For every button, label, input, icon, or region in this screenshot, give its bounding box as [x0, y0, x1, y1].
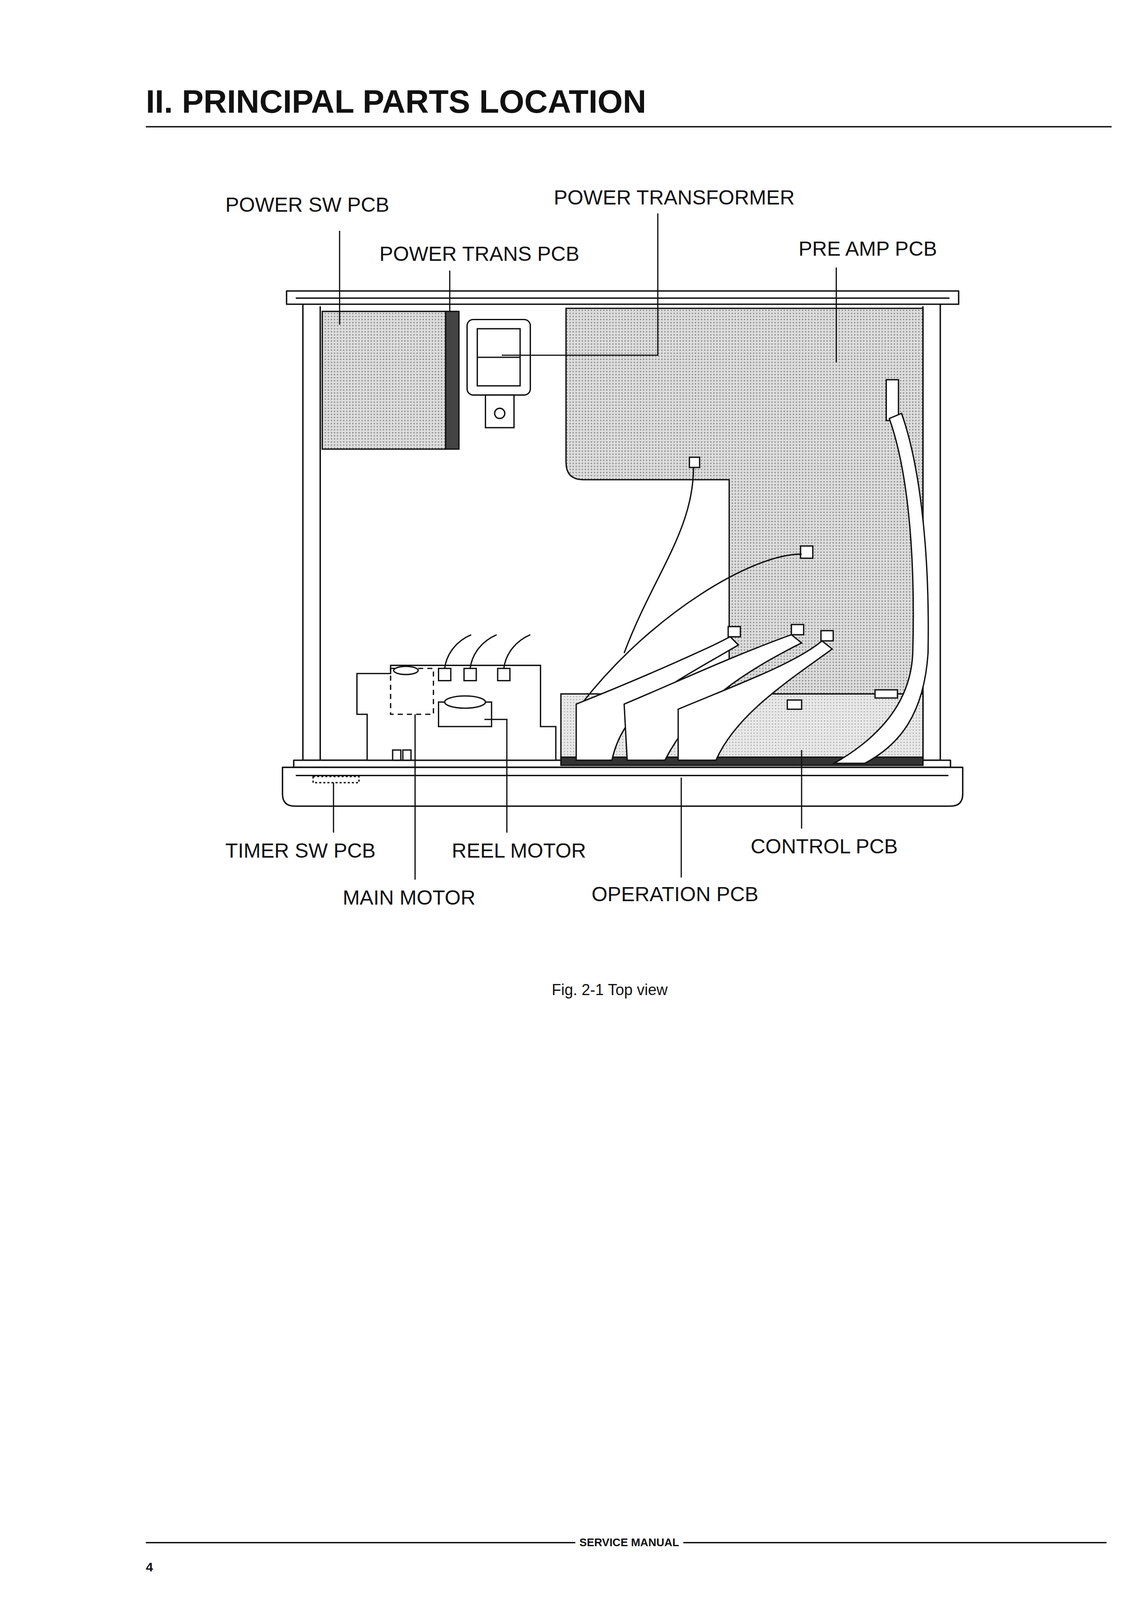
leader-line	[332, 782, 335, 833]
leader-line	[680, 777, 683, 878]
timer-sw-pcb	[313, 776, 360, 783]
part-label: POWER TRANSFORMER	[553, 186, 795, 210]
transformer-body	[466, 319, 531, 396]
connector	[728, 626, 741, 637]
terminal	[497, 668, 511, 681]
part-label: PRE AMP PCB	[798, 237, 938, 261]
transformer-seam	[477, 356, 520, 358]
power-trans-pcb	[445, 311, 459, 449]
pre-amp-pcb	[565, 308, 923, 761]
part-label: POWER SW PCB	[225, 193, 390, 217]
connector	[886, 379, 899, 421]
leader-line	[501, 213, 659, 356]
ribbon-cable	[834, 413, 929, 764]
part-label: TIMER SW PCB	[225, 839, 376, 863]
page-number: 4	[145, 1559, 154, 1574]
leader-line	[338, 230, 341, 325]
page-title: II. PRINCIPAL PARTS LOCATION	[145, 83, 647, 120]
part-label: REEL MOTOR	[451, 839, 587, 863]
leader-line	[484, 719, 508, 833]
leader-line	[801, 749, 803, 829]
switch	[402, 749, 412, 761]
transformer-core	[477, 328, 520, 386]
wire	[470, 634, 497, 669]
reel-motor-top	[444, 695, 486, 709]
switch	[392, 749, 401, 761]
leader-lines	[333, 213, 837, 880]
wire	[444, 634, 472, 669]
leader-line	[835, 267, 837, 363]
terminal	[463, 668, 477, 681]
mechanism-plate	[356, 665, 556, 761]
rear-flange	[286, 291, 959, 305]
motor-pulley	[393, 666, 418, 675]
connector	[787, 699, 802, 710]
connector	[821, 630, 834, 641]
chassis	[282, 291, 963, 807]
ribbon-cable	[678, 640, 833, 761]
part-label: POWER TRANS PCB	[379, 242, 580, 266]
chassis-wall	[303, 304, 941, 761]
connector	[874, 689, 898, 698]
front-panel	[282, 767, 963, 807]
power-sw-pcb	[322, 311, 446, 449]
main-motor	[390, 668, 434, 715]
part-label: CONTROL PCB	[750, 835, 898, 858]
connector	[791, 624, 804, 635]
part-label: OPERATION PCB	[591, 883, 759, 906]
connector	[689, 457, 700, 468]
title-rule	[145, 125, 1112, 128]
mechanism	[313, 634, 557, 783]
connector	[800, 545, 814, 559]
leader-line	[448, 270, 451, 312]
flange-edge	[295, 297, 950, 299]
figure-caption: Fig. 2-1 Top view	[551, 981, 668, 999]
terminal	[438, 668, 452, 681]
leader-line	[414, 714, 416, 880]
front-panel-edge	[295, 774, 949, 776]
wire	[503, 634, 531, 669]
pcb-section	[560, 308, 929, 766]
mount-screw	[494, 408, 505, 419]
footer-text: SERVICE MANUAL	[575, 1536, 684, 1549]
part-label: MAIN MOTOR	[342, 886, 476, 910]
left-wall	[319, 306, 321, 760]
power-section	[322, 311, 531, 449]
transformer-foot	[485, 394, 514, 428]
page-rules	[145, 126, 1112, 1543]
